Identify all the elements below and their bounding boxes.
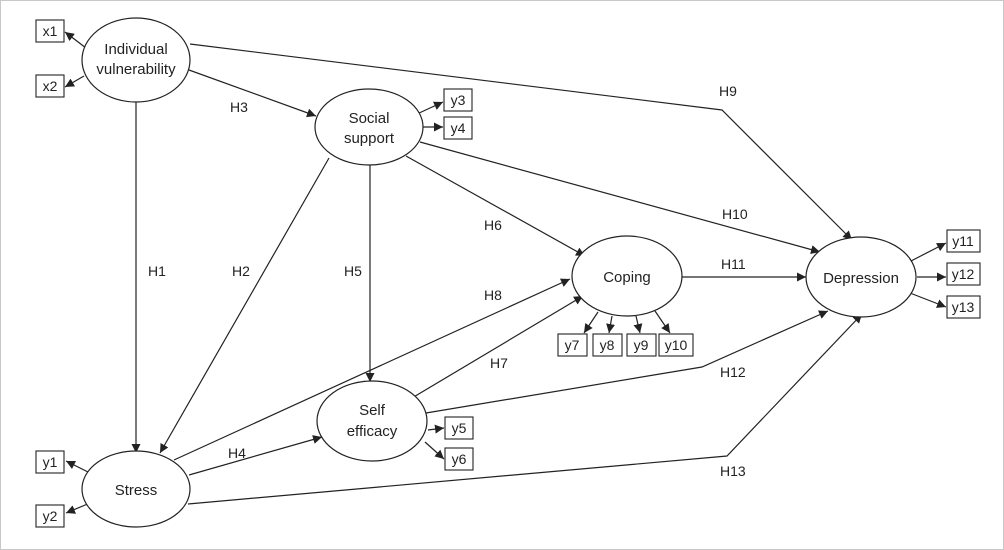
path-h7 (411, 295, 584, 399)
label-h11: H11 (721, 256, 746, 272)
construct-label: Individual (104, 41, 167, 58)
construct-label: Stress (115, 482, 158, 499)
indicator-y9: y9 (626, 333, 657, 357)
indicator-y11: y11 (946, 229, 981, 253)
construct-social-support: Social support (314, 88, 424, 166)
construct-self-efficacy: Self efficacy (316, 380, 428, 462)
construct-individual-vulnerability: Individual vulnerability (81, 17, 191, 103)
label-h3: H3 (230, 99, 248, 115)
label-h4: H4 (228, 445, 246, 461)
svg-text:y5: y5 (452, 420, 467, 436)
label-h10: H10 (722, 206, 748, 222)
path-h8 (173, 278, 571, 461)
path-to-y6 (424, 441, 445, 460)
svg-text:y7: y7 (565, 337, 580, 353)
label-h9: H9 (719, 83, 737, 99)
path-h12 (425, 310, 829, 414)
construct-stress: Stress (81, 450, 191, 528)
path-to-y10 (654, 310, 671, 334)
construct-depression: Depression (805, 236, 917, 318)
indicator-y2: y2 (35, 504, 65, 528)
construct-label: vulnerability (96, 61, 176, 78)
construct-label: Social (349, 110, 390, 127)
indicator-y7: y7 (557, 333, 588, 357)
path-h9 (189, 43, 853, 241)
construct-label: support (344, 130, 395, 147)
path-to-x1 (64, 31, 87, 49)
indicator-y6: y6 (444, 447, 474, 471)
path-h10 (419, 141, 821, 254)
label-h6: H6 (484, 217, 502, 233)
svg-text:x1: x1 (43, 23, 58, 39)
path-h2 (159, 157, 330, 454)
label-h7: H7 (490, 355, 508, 371)
path-to-x2 (64, 75, 85, 88)
indicator-y8: y8 (592, 333, 623, 357)
label-h13: H13 (720, 463, 746, 479)
svg-text:y8: y8 (600, 337, 615, 353)
svg-text:y10: y10 (665, 337, 688, 353)
path-to-y5 (427, 424, 445, 434)
svg-text:y4: y4 (451, 120, 466, 136)
construct-coping: Coping (571, 235, 683, 317)
path-to-y9 (633, 315, 643, 334)
construct-label: Self (359, 402, 386, 419)
svg-text:x2: x2 (43, 78, 58, 94)
indicator-y5: y5 (444, 416, 474, 440)
label-h5: H5 (344, 263, 362, 279)
structural-paths (131, 43, 863, 505)
hypothesis-labels: H1 H2 H3 H4 H5 H6 H7 H8 H9 H10 H11 H12 H… (148, 83, 748, 479)
path-to-y8 (606, 315, 615, 334)
path-to-y3 (416, 101, 444, 115)
construct-label: Coping (603, 269, 651, 286)
indicator-y10: y10 (658, 333, 694, 357)
label-h8: H8 (484, 287, 502, 303)
path-to-y13 (909, 292, 947, 308)
path-h13 (187, 313, 863, 505)
svg-text:y6: y6 (452, 451, 467, 467)
label-h1: H1 (148, 263, 166, 279)
construct-label: efficacy (347, 423, 398, 440)
label-h12: H12 (720, 364, 746, 380)
svg-text:y13: y13 (952, 299, 975, 315)
construct-label: Depression (823, 270, 899, 287)
indicator-y13: y13 (946, 295, 981, 319)
path-h6 (405, 155, 586, 257)
path-to-y7 (583, 311, 599, 334)
indicator-y1: y1 (35, 450, 65, 474)
path-h3 (188, 69, 317, 118)
label-h2: H2 (232, 263, 250, 279)
svg-text:y12: y12 (952, 266, 975, 282)
indicator-y12: y12 (946, 262, 981, 286)
indicator-y3: y3 (443, 88, 473, 112)
svg-text:y9: y9 (634, 337, 649, 353)
indicator-x1: x1 (35, 19, 65, 43)
svg-text:y2: y2 (43, 508, 58, 524)
path-h4 (188, 435, 323, 476)
svg-text:y11: y11 (952, 233, 974, 249)
indicator-y4: y4 (443, 116, 473, 140)
svg-text:y1: y1 (43, 454, 58, 470)
path-to-y11 (910, 242, 947, 262)
svg-text:y3: y3 (451, 92, 466, 108)
indicator-x2: x2 (35, 74, 65, 98)
